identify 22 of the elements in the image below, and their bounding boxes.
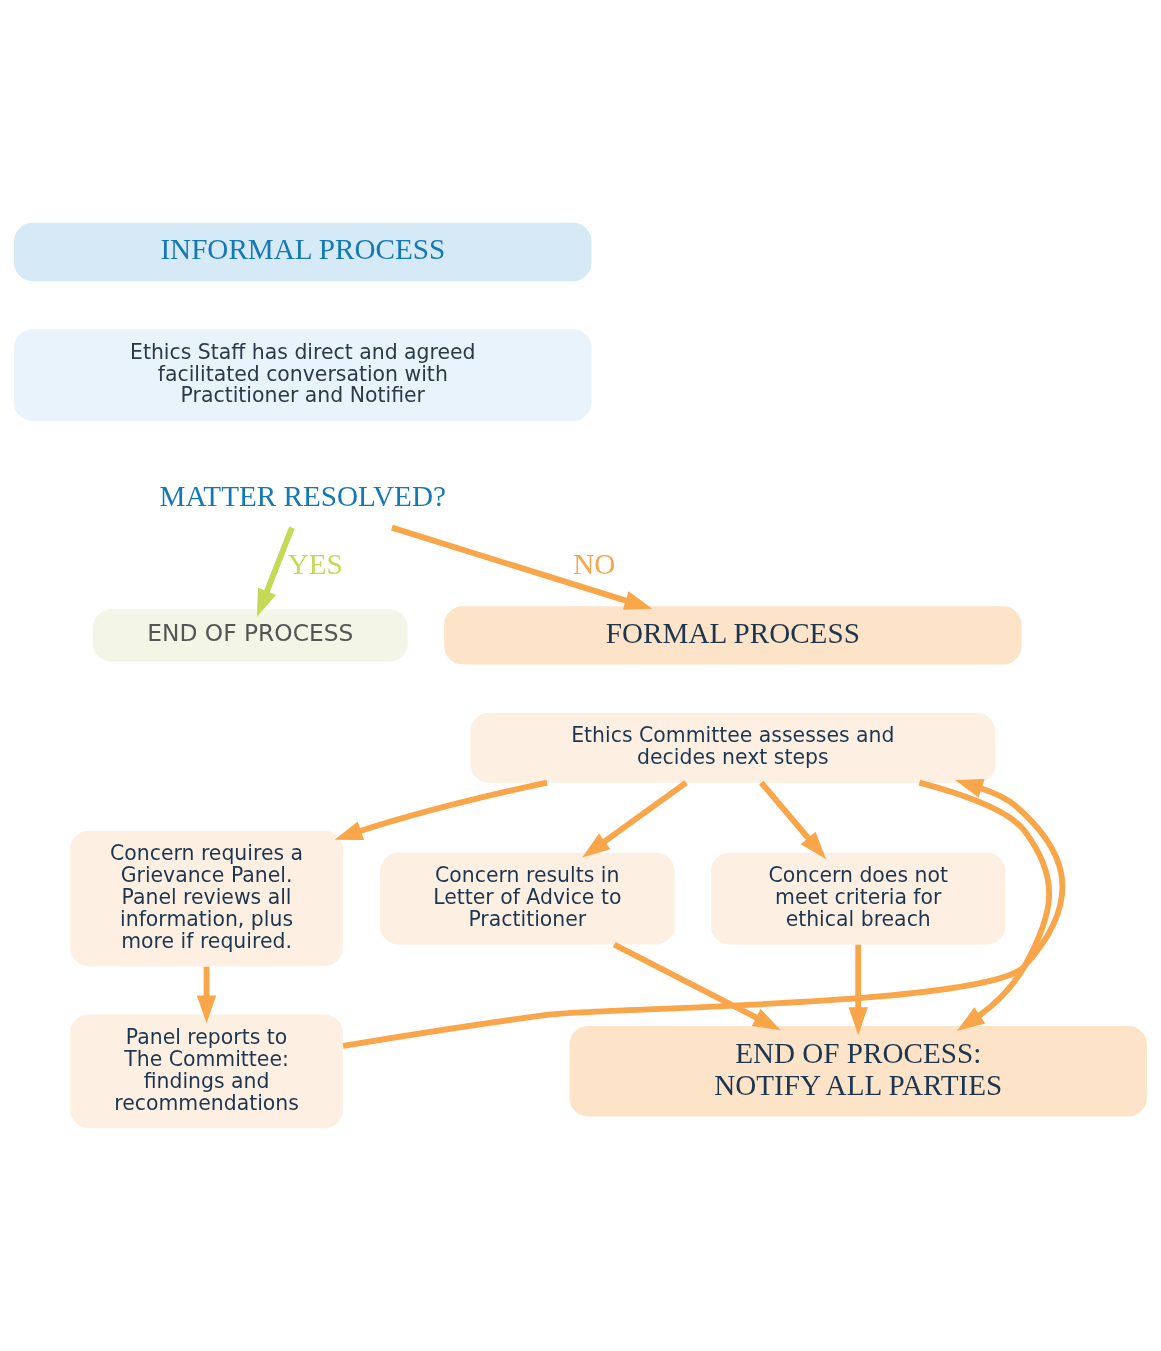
edge-label: YES (287, 548, 343, 581)
node-box: Panel reports to The Committee: findings and recommendations (70, 1014, 343, 1129)
arrow (256, 526, 295, 618)
arrow (582, 780, 688, 858)
arrow (612, 942, 781, 1031)
arrow (334, 779, 548, 840)
node-box: END OF PROCESS (92, 609, 408, 662)
node-box: Concern does not meet criteria for ethical breach (711, 852, 1006, 945)
node-box: Ethics Committee assesses and decides next steps (470, 712, 996, 783)
arrow (391, 524, 653, 610)
arrow (196, 966, 217, 1024)
node-box: FORMAL PROCESS (444, 606, 1022, 665)
arrow (342, 779, 1066, 1049)
node-box: Concern requires a Grievance Panel. Panel reviews all information, plus more if required. (70, 830, 343, 967)
edge-label: NO (573, 548, 616, 581)
arrow (848, 944, 868, 1035)
arrow (918, 779, 1052, 1031)
node-box: INFORMAL PROCESS (14, 222, 592, 282)
node-box: END OF PROCESS: NOTIFY ALL PARTIES (569, 1026, 1147, 1117)
node-text: MATTER RESOLVED? (159, 479, 446, 512)
node-box: Concern results in Letter of Advice to Practitioner (380, 852, 675, 945)
arrow (759, 780, 827, 860)
